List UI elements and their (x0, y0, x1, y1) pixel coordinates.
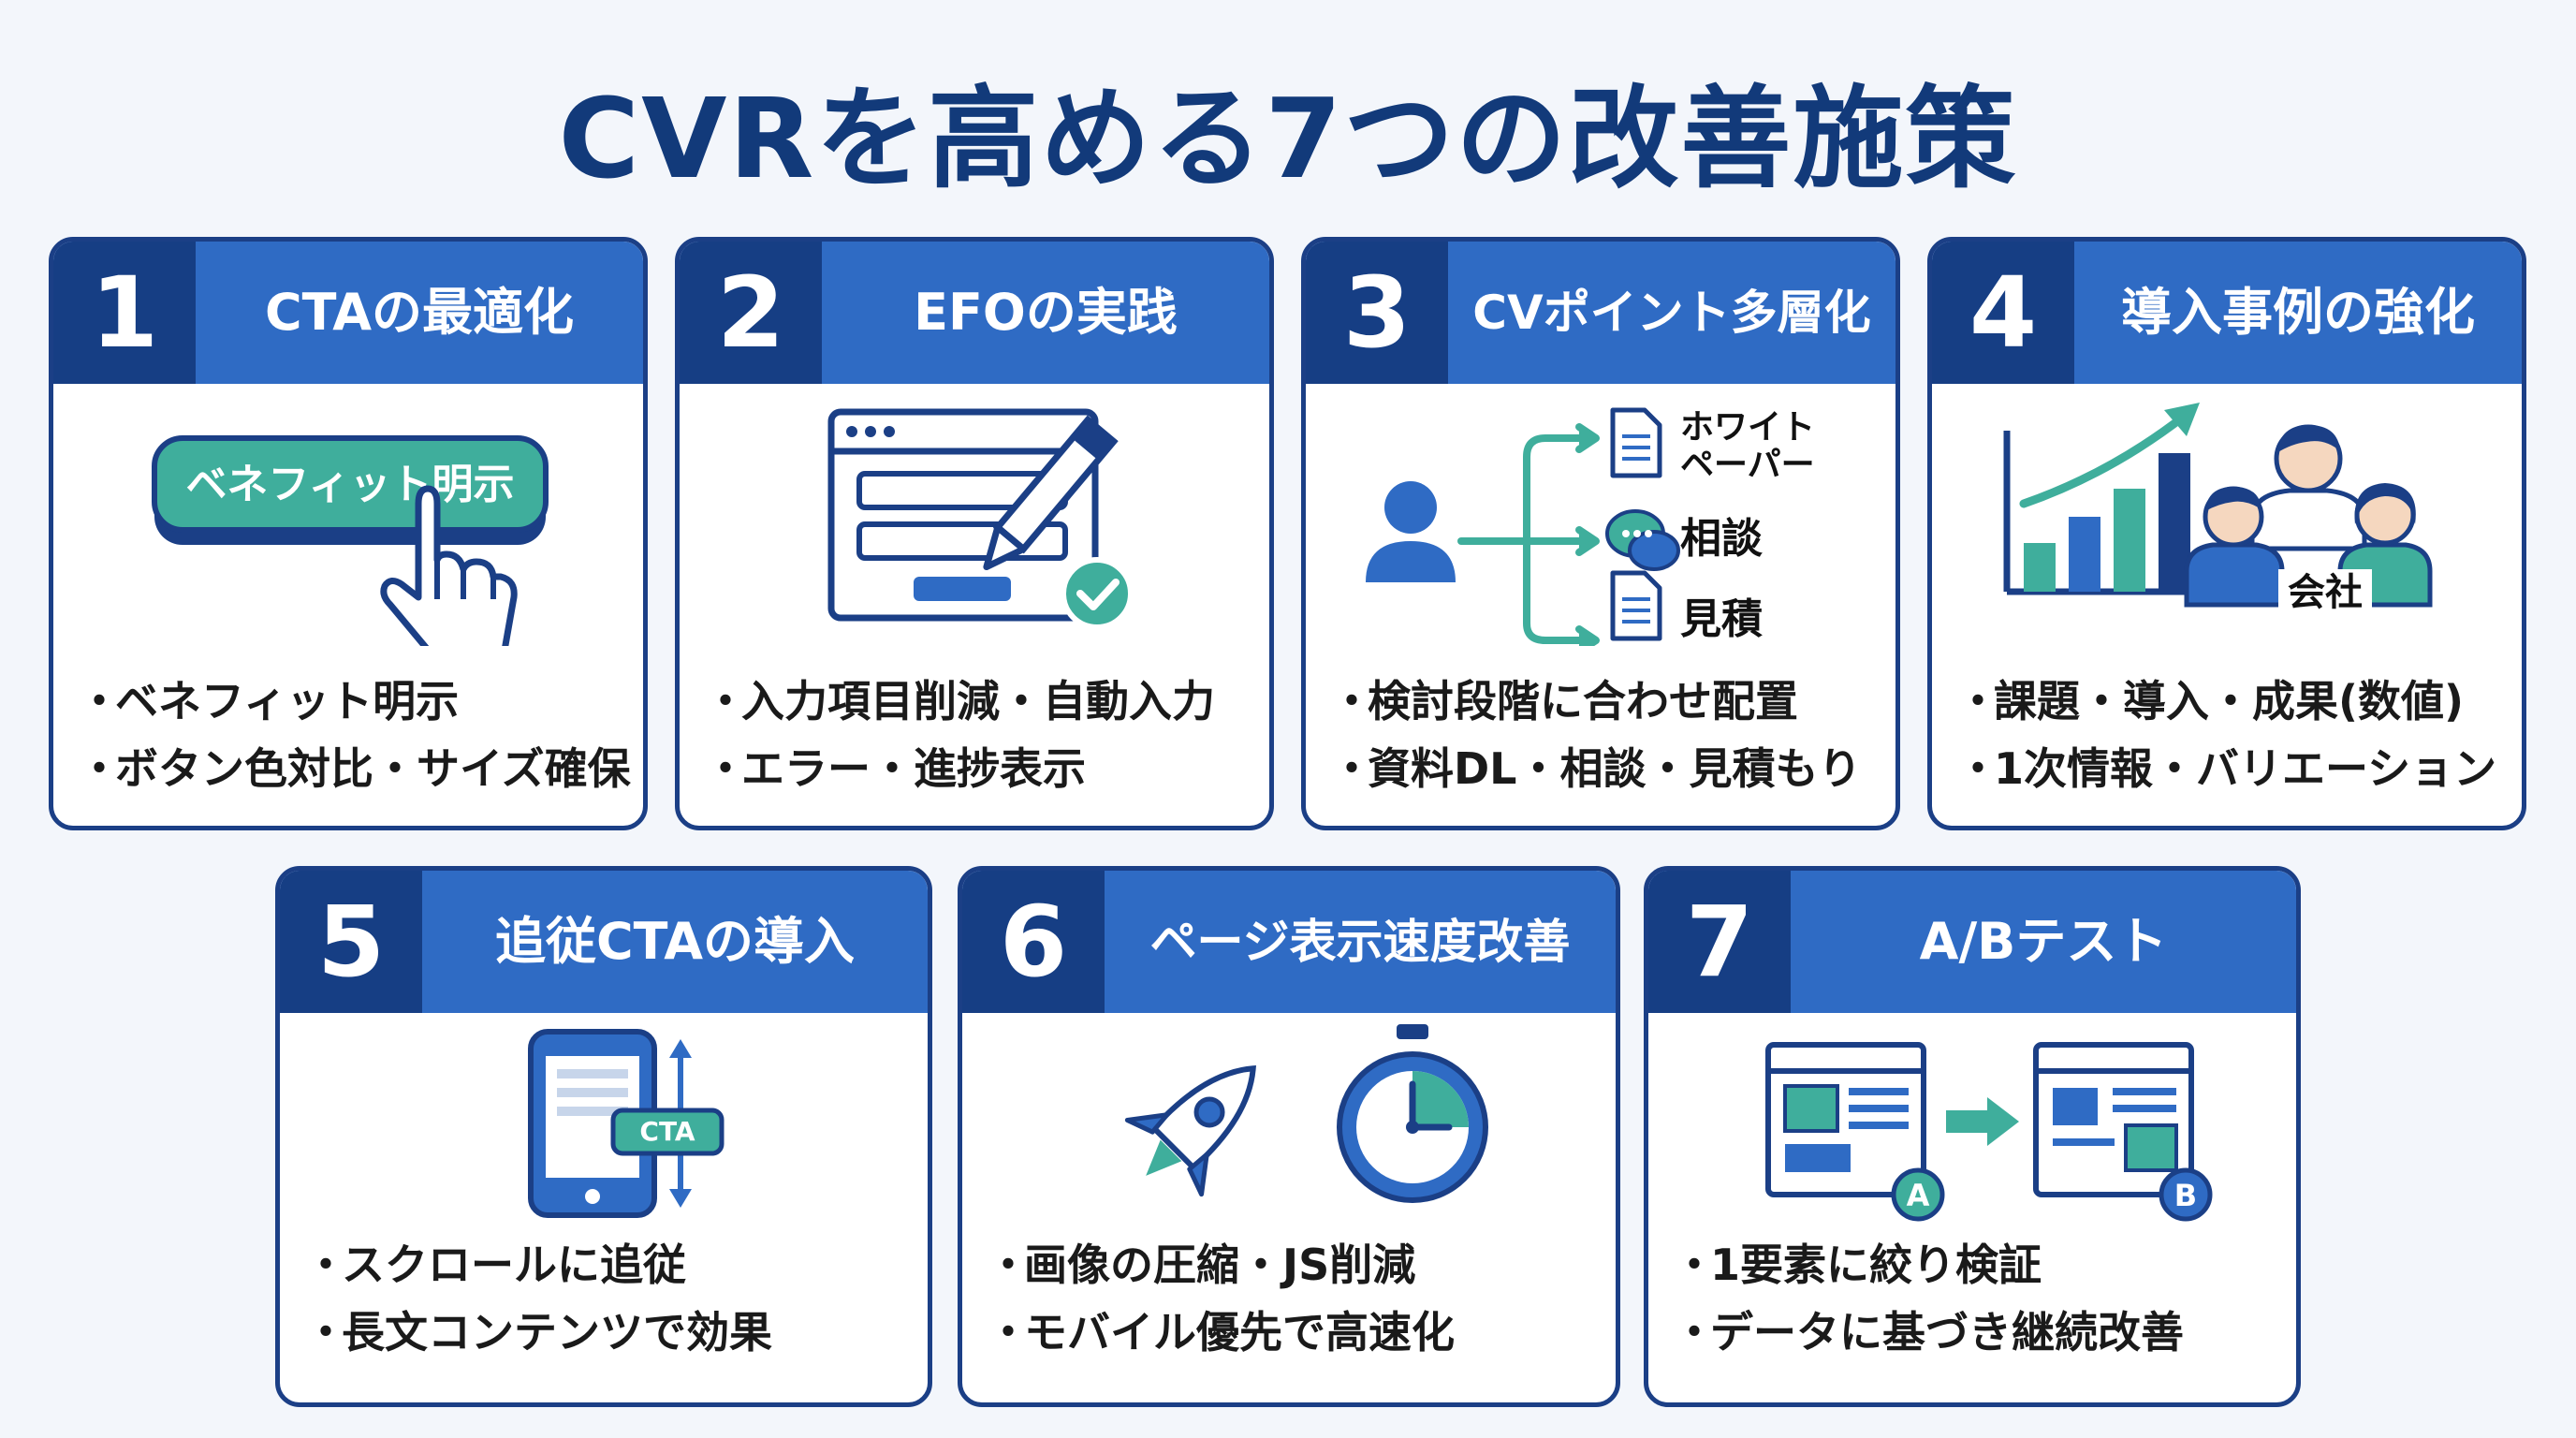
card-illustration: A B (1648, 1013, 2296, 1238)
branch-arrows (1457, 423, 1600, 646)
bullet-item: ・ボタン色対比・サイズ確保 (78, 743, 631, 794)
card-cta-optimization: 1 CTAの最適化 ベネフィット明示 ・ベネフィット明示 ・ボタン色対比・サイズ… (49, 237, 648, 830)
company-label: 会社 (2288, 571, 2363, 614)
card-number: 2 (680, 242, 822, 384)
card-title: EFOの実践 (914, 283, 1178, 342)
card-illustration: ベネフィット明示 (53, 384, 643, 646)
page-title: CVRを高める7つの改善施策 (558, 74, 2018, 203)
people-icon: 会社 (2184, 424, 2433, 614)
card-header: 2 EFOの実践 (680, 242, 1269, 384)
card-title: CVポイント多層化 (1472, 286, 1871, 340)
card-header: 4 導入事例の強化 (1932, 242, 2522, 384)
card-header: 1 CTAの最適化 (53, 242, 643, 384)
card-illustration (962, 1013, 1616, 1238)
card-number: 1 (53, 242, 196, 384)
bullet-item: ・エラー・進捗表示 (704, 743, 1086, 794)
card-header: 3 CVポイント多層化 (1306, 242, 1895, 384)
hand-pointer-icon (380, 485, 518, 646)
trend-arrow-icon (2019, 403, 2200, 508)
document-icon (1610, 570, 1662, 641)
variant-a-label: A (1907, 1178, 1930, 1213)
bullet-item: ・入力項目削減・自動入力 (704, 676, 1215, 726)
cta-chip-label: CTA (639, 1116, 695, 1147)
card-title: 導入事例の強化 (2121, 283, 2475, 342)
bullet-item: ・課題・導入・成果(数値) (1956, 676, 2465, 726)
bullet-list: ・検討段階に合わせ配置 ・資料DL・相談・見積もり (1330, 668, 1886, 802)
bullet-item: ・画像の圧縮・JS削減 (987, 1240, 1416, 1290)
card-title: A/Bテスト (1919, 912, 2168, 971)
smartphone-icon (528, 1029, 657, 1218)
card-illustration (680, 384, 1269, 646)
benefit-button-label: ベネフィット明示 (185, 461, 514, 508)
card-illustration: 会社 (1932, 384, 2522, 646)
card-title: CTAの最適化 (264, 283, 575, 342)
card-title: ページ表示速度改善 (1149, 915, 1571, 969)
chat-icon (1605, 509, 1680, 571)
card-header: 6 ページ表示速度改善 (962, 871, 1616, 1013)
bullet-item: ・スクロールに追従 (304, 1240, 686, 1290)
rocket-icon (1124, 1065, 1256, 1197)
card-header: 5 追従CTAの導入 (280, 871, 928, 1013)
stopwatch-icon (1337, 1024, 1488, 1203)
bullet-list: ・画像の圧縮・JS削減 ・モバイル優先で高速化 (987, 1231, 1606, 1366)
page-variant-icon: A (1765, 1042, 1945, 1222)
card-sticky-cta: 5 追従CTAの導入 CTA ・スクロールに追従 ・ (275, 866, 932, 1407)
card-illustration: ホワイト ペーパー 相談 見積 (1306, 384, 1895, 646)
card-illustration: CTA (280, 1013, 928, 1238)
card-number: 6 (962, 871, 1105, 1013)
variant-b-label: B (2174, 1178, 2197, 1213)
card-header: 7 A/Bテスト (1648, 871, 2296, 1013)
bullet-item: ・ベネフィット明示 (78, 676, 460, 726)
card-efo: 2 EFOの実践 ・入力項目削減・自動入力 ・エラ (675, 237, 1274, 830)
card-number: 5 (280, 871, 422, 1013)
option-label: ホワイト (1680, 408, 1815, 447)
card-title: 追従CTAの導入 (494, 912, 856, 971)
arrow-right-icon (1946, 1097, 2019, 1146)
page-variant-icon: B (2033, 1042, 2213, 1222)
benefit-button-icon: ベネフィット明示 (152, 435, 549, 545)
check-icon (1061, 557, 1134, 630)
bullet-list: ・課題・導入・成果(数値) ・1次情報・バリエーション (1956, 668, 2512, 802)
bullet-list: ・ベネフィット明示 ・ボタン色対比・サイズ確保 (78, 668, 634, 802)
option-label: 相談 (1680, 515, 1763, 563)
bullet-item: ・資料DL・相談・見積もり (1330, 743, 1862, 794)
card-case-studies: 4 導入事例の強化 (1927, 237, 2526, 830)
bullet-item: ・1要素に絞り検証 (1673, 1240, 2042, 1290)
cta-chip: CTA (610, 1108, 724, 1156)
card-cv-points: 3 CVポイント多層化 (1301, 237, 1900, 830)
form-window-icon (827, 408, 1099, 622)
bullet-item: ・長文コンテンツで効果 (304, 1307, 772, 1357)
bullet-item: ・検討段階に合わせ配置 (1330, 676, 1798, 726)
bullet-list: ・1要素に絞り検証 ・データに基づき継続改善 (1673, 1231, 2287, 1366)
bullet-list: ・スクロールに追従 ・長文コンテンツで効果 (304, 1231, 918, 1366)
pencil-icon (983, 415, 1119, 571)
card-number: 3 (1306, 242, 1448, 384)
option-label: 見積 (1680, 595, 1763, 643)
card-ab-test: 7 A/Bテスト A (1644, 866, 2301, 1407)
document-icon (1610, 407, 1662, 478)
bullet-item: ・1次情報・バリエーション (1956, 743, 2497, 794)
card-number: 7 (1648, 871, 1791, 1013)
bar-chart-icon (2003, 431, 2203, 595)
bullet-list: ・入力項目削減・自動入力 ・エラー・進捗表示 (704, 668, 1260, 802)
bullet-item: ・データに基づき継続改善 (1673, 1307, 2184, 1357)
card-number: 4 (1932, 242, 2074, 384)
option-label: ペーパー (1680, 446, 1815, 484)
bullet-item: ・モバイル優先で高速化 (987, 1307, 1455, 1357)
user-icon (1366, 481, 1456, 582)
card-page-speed: 6 ページ表示速度改善 ・画像の圧縮・JS削減 ・モバイル優 (958, 866, 1620, 1407)
